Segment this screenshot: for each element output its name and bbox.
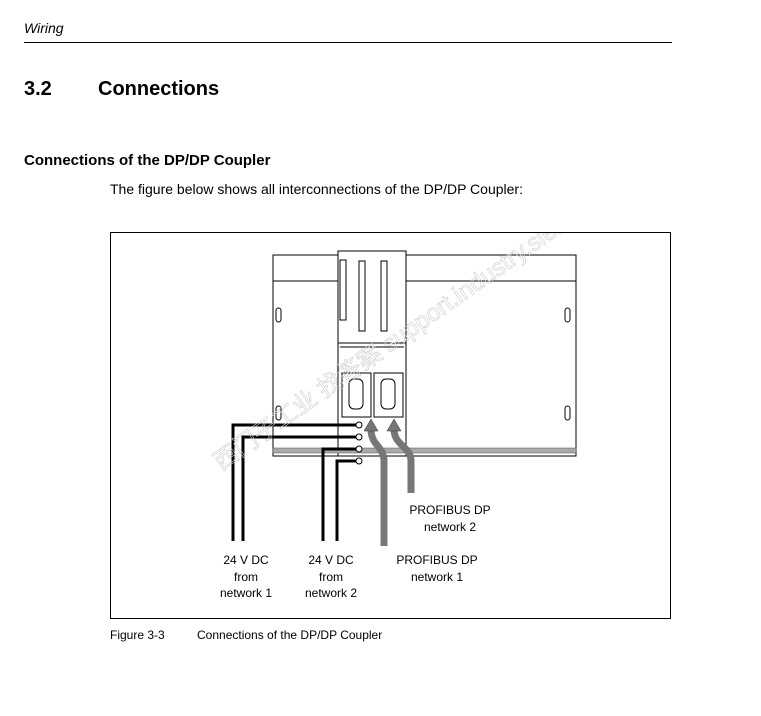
svg-text:network 1: network 1 — [411, 570, 463, 584]
coupler-diagram: 24 V DC from network 1 24 V DC from netw… — [209, 136, 678, 600]
svg-text:from: from — [234, 570, 258, 584]
header-rule — [24, 42, 672, 43]
section-number: 3.2 — [24, 78, 52, 100]
figure-caption-label: Figure 3-3 — [110, 628, 165, 642]
psu2-label: 24 V DC — [308, 553, 354, 567]
dp2-label: PROFIBUS DP — [409, 503, 490, 517]
dp1-label: PROFIBUS DP — [396, 553, 477, 567]
dp-connector-1 — [341, 372, 372, 418]
figure-caption: Connections of the DP/DP Coupler — [197, 628, 383, 642]
power-wires — [231, 423, 356, 541]
terminal-strip-1 — [358, 260, 366, 332]
dp-connector-2 — [373, 372, 404, 418]
svg-text:network 2: network 2 — [424, 520, 476, 534]
section-title: Connections — [98, 78, 220, 100]
intro-paragraph: The figure below shows all interconnecti… — [110, 181, 523, 197]
terminal-strip-2 — [380, 260, 388, 332]
slot-oval — [275, 307, 282, 323]
svg-text:network 1: network 1 — [220, 586, 272, 600]
svg-text:from: from — [319, 570, 343, 584]
running-header: Wiring — [24, 20, 64, 36]
arrow-icon — [386, 418, 402, 432]
led-strip — [339, 259, 347, 321]
watermark: 西门子工业 找答案 support.industry.siemens.com/c… — [209, 233, 670, 476]
profibus-cables — [367, 428, 415, 546]
subsection-title: Connections of the DP/DP Coupler — [24, 152, 271, 169]
din-rail — [272, 447, 577, 454]
arrow-icon — [363, 418, 379, 432]
psu1-label: 24 V DC — [223, 553, 269, 567]
module-housing — [272, 254, 577, 457]
connections-figure: 24 V DC from network 1 24 V DC from netw… — [110, 136, 678, 619]
svg-text:network 2: network 2 — [305, 586, 357, 600]
